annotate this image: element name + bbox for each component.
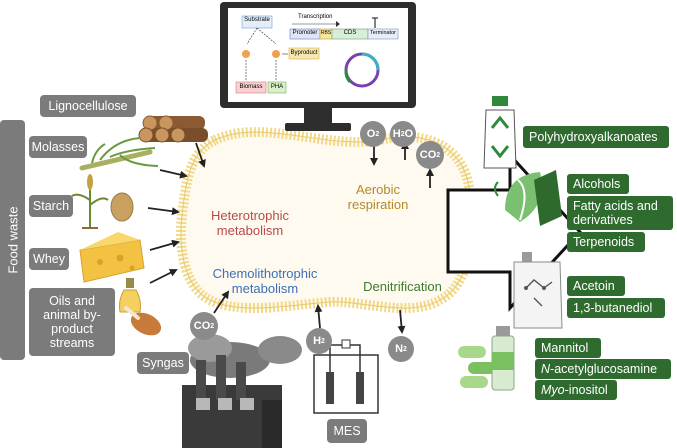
recycle-bottle-icon [483, 96, 517, 169]
factory-icon [182, 334, 302, 448]
fatty-line-1: Fatty acids and [573, 199, 658, 213]
heterotrophic-line-1: Heterotrophic [210, 208, 290, 223]
monitor-substrate: Substrate [244, 17, 270, 23]
denitrification-label: Denitrification [363, 279, 442, 294]
myo-italic: Myo [541, 383, 565, 397]
lignocellulose-logs-icon [138, 115, 208, 143]
starch-label: Starch [29, 195, 73, 217]
h2o-text-1: H [392, 128, 401, 140]
food-waste-text: Food waste [5, 206, 20, 274]
lignocellulose-label: Lignocellulose [40, 95, 136, 117]
monitor-terminator: Terminator [370, 30, 396, 36]
starch-plant-icon [71, 174, 134, 229]
product-alcohols: Alcohols [567, 174, 629, 194]
product-fatty-acids: Fatty acids and derivatives [567, 196, 673, 230]
food-waste-label: Food waste [0, 120, 25, 360]
monitor-transcription: Transcription [298, 14, 333, 20]
monitor-byproduct: Byproduct [290, 50, 318, 56]
co2-out-text: CO [419, 149, 437, 161]
chemical-jerrycan-icon [513, 252, 563, 329]
monitor-cds: CDS [343, 30, 357, 36]
oils-line-2: animal by- [43, 308, 101, 322]
sugarcane-icon [79, 137, 159, 171]
molasses-label: Molasses [29, 136, 87, 158]
product-pha: Polyhydroxyalkanoates [523, 126, 669, 148]
o2-sub: 2 [375, 130, 380, 138]
cheese-icon [79, 232, 145, 283]
computer-monitor-icon [220, 2, 416, 131]
n2-sub: 2 [403, 345, 407, 353]
product-mannitol: Mannitol [535, 338, 601, 358]
product-n-acetylglucosamine: N-acetylglucosamine [535, 359, 671, 379]
nag-rest: -acetylglucosamine [550, 362, 658, 376]
aerobic-line-2: respiration [347, 197, 409, 212]
aerobic-label: Aerobic respiration [338, 182, 418, 212]
co2-in-text: CO [193, 320, 211, 332]
nag-italic: N [541, 362, 551, 376]
fatty-line-2: derivatives [573, 213, 633, 227]
co2-out-sub: 2 [436, 151, 441, 159]
mes-label: MES [327, 419, 367, 443]
chemolithotrophic-label: Chemolithotrophic metabolism [205, 266, 325, 296]
h2-text: H [313, 335, 322, 347]
product-terpenoids: Terpenoids [567, 232, 645, 252]
mes-reactor-icon [313, 339, 379, 414]
chemo-line-1: Chemolithotrophic [212, 266, 318, 281]
h2o-text-2: O [404, 128, 414, 140]
syngas-label: Syngas [137, 352, 189, 374]
oil-bottle-icon [119, 278, 141, 313]
monitor-pha: PHA [270, 84, 284, 90]
monitor-promoter: Promoter [292, 30, 318, 36]
pills-and-vial-icon [458, 326, 515, 391]
aerobic-line-1: Aerobic [355, 182, 401, 197]
whey-label: Whey [29, 248, 69, 270]
h2-sub: 2 [321, 337, 325, 345]
biofuel-leaf-icon [494, 170, 562, 226]
chemo-line-2: metabolism [231, 281, 299, 296]
monitor-rbs: RBS [320, 30, 332, 36]
h2o-sub: 2 [400, 130, 405, 138]
oils-line-4: streams [49, 336, 95, 350]
oils-line-3: product [51, 322, 93, 336]
product-butanediol: 1,3-butanediol [567, 298, 665, 318]
o2-text: O [366, 128, 376, 140]
oils-line-1: Oils and [49, 294, 95, 308]
monitor-biomass: Biomass [239, 84, 263, 90]
co2-in-sub: 2 [210, 322, 215, 330]
product-myo-inositol: Myo-inositol [535, 380, 617, 400]
heterotrophic-line-2: metabolism [216, 223, 284, 238]
n2-text: N [395, 343, 404, 355]
myo-rest: -inositol [564, 383, 608, 397]
oils-label: Oils and animal by- product streams [29, 288, 115, 356]
heterotrophic-label: Heterotrophic metabolism [200, 208, 300, 238]
chicken-leg-icon [124, 306, 162, 336]
product-acetoin: Acetoin [567, 276, 625, 296]
